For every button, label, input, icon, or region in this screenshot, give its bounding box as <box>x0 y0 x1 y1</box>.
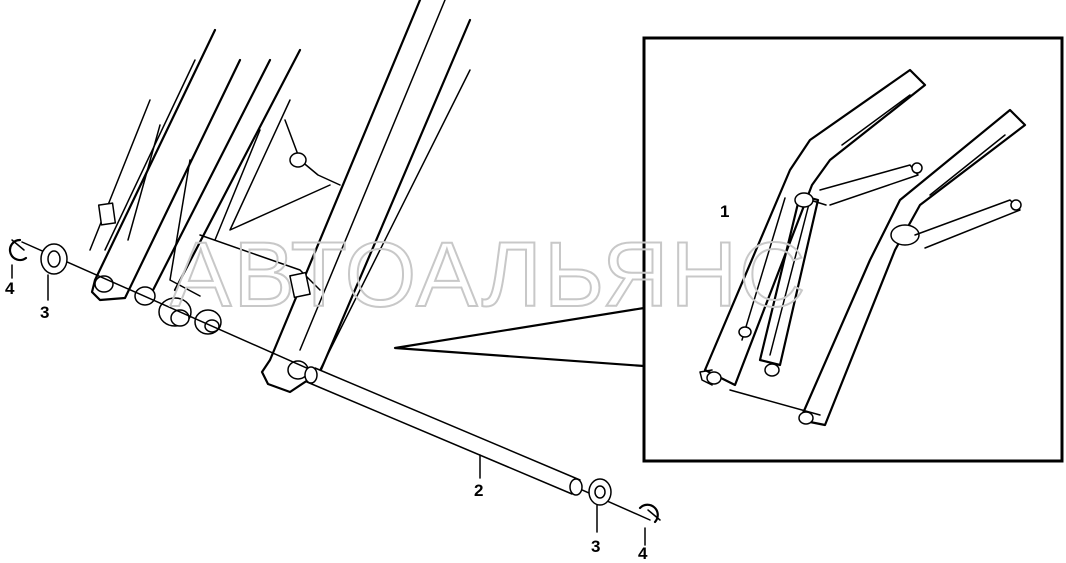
callout-2-pin: 2 <box>474 481 483 500</box>
callout-1-inset: 1 <box>720 202 729 221</box>
washer-left <box>40 243 68 275</box>
inset-view <box>393 36 1064 463</box>
clip-right <box>638 503 661 524</box>
loader-arm-assembly <box>89 0 472 394</box>
callout-3-left: 3 <box>40 303 49 322</box>
washer-right <box>588 478 612 506</box>
clip-left <box>8 238 28 262</box>
pin-shaft <box>304 366 583 496</box>
watermark-text: АВТОАЛЬЯНС <box>170 224 808 326</box>
callout-4-right: 4 <box>638 544 648 563</box>
callout-4-left: 4 <box>5 279 15 298</box>
callout-3-right: 3 <box>591 537 600 556</box>
